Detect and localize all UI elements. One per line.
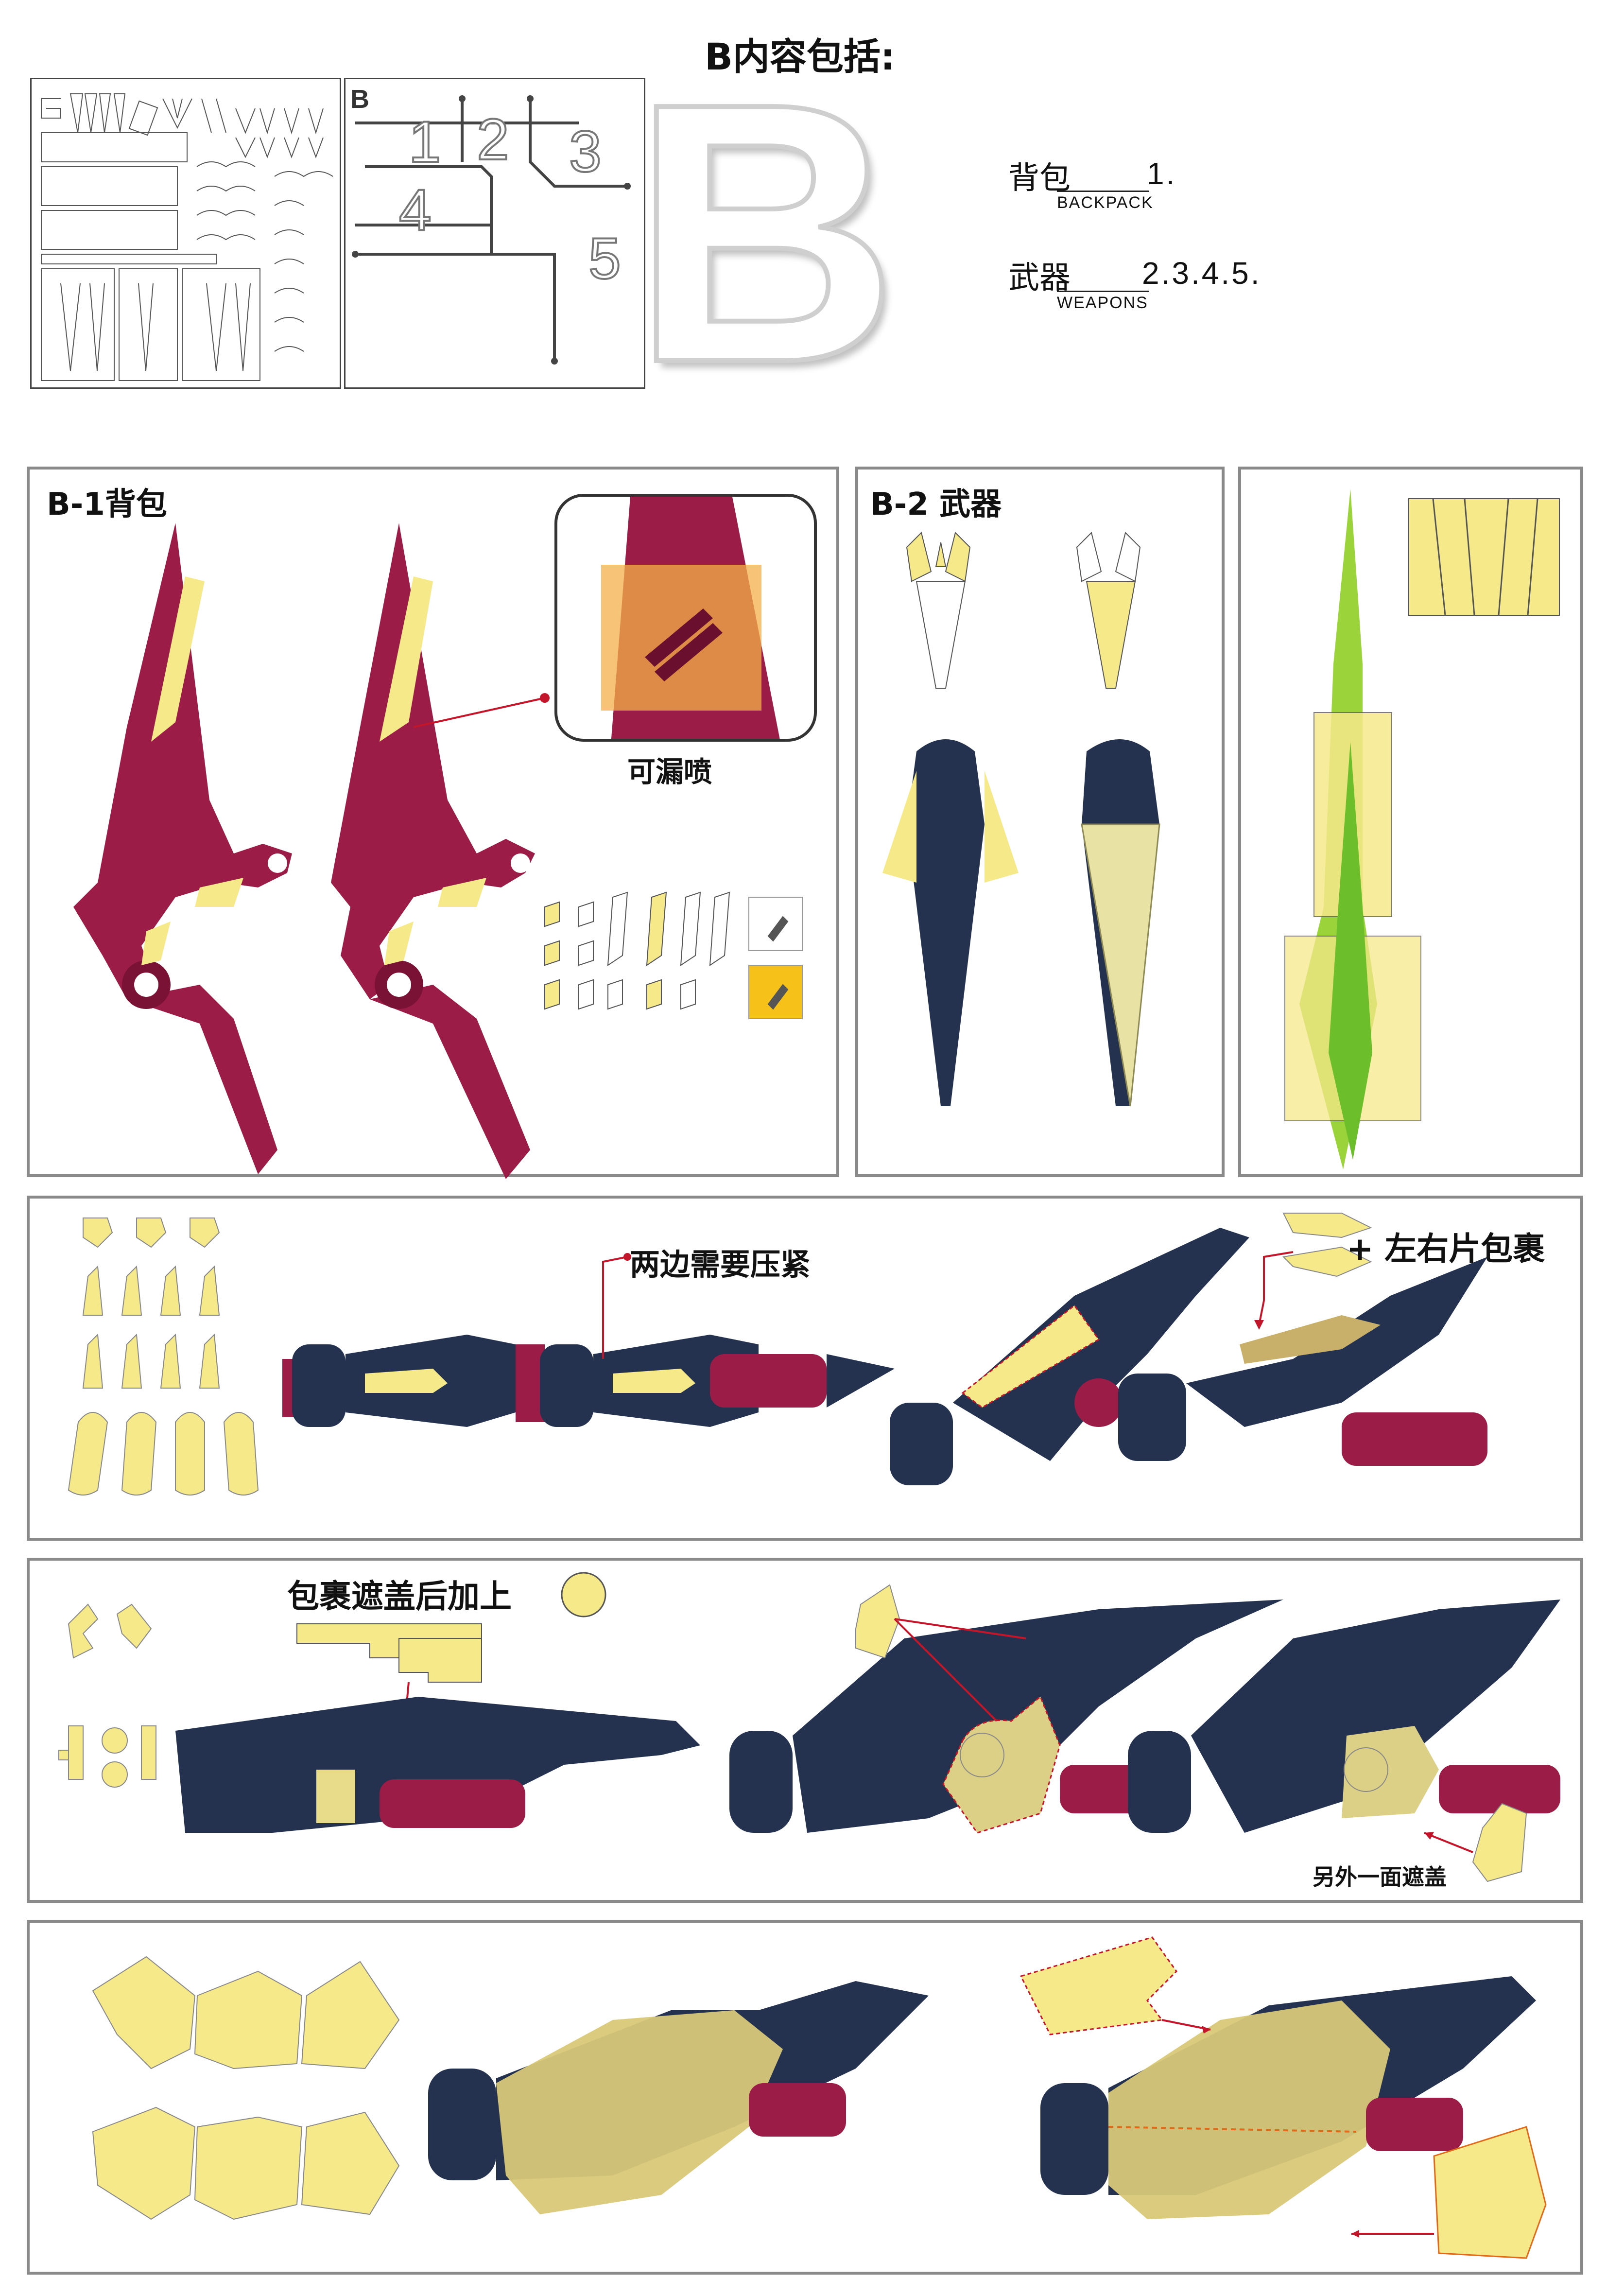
mask-sheet-thumbnail-full — [30, 78, 341, 389]
panel-b2-weapons: B-2 武器 — [855, 467, 1225, 1177]
sheet-outline-drawing — [41, 93, 333, 381]
callout-label-overspray: 可漏喷 — [627, 755, 712, 788]
region-number-5: 5 — [588, 225, 622, 292]
panel-b1-backpack: B-1背包 — [27, 467, 839, 1179]
effect-blade-illustration — [1284, 489, 1560, 1169]
wrap-step-illustration — [68, 1213, 1487, 1496]
region-map — [352, 95, 631, 365]
note-cover-other-side: 另外一面遮盖 — [1313, 1864, 1447, 1890]
backpack-part-illustration — [73, 523, 550, 1179]
region-number-2: 2 — [476, 106, 510, 173]
page-title: B内容包括: — [705, 35, 896, 78]
legend-weapons-en: WEAPONS — [1057, 294, 1148, 312]
panel-weapon-wrap-step: 两边需要压紧 + 左右片包裹 — [27, 1196, 1583, 1541]
region-number-4: 4 — [398, 176, 432, 244]
legend-backpack-value: 1. — [1147, 156, 1177, 191]
callout-zoom-box — [554, 494, 817, 742]
note-wrap-left-right: + 左右片包裹 — [1347, 1230, 1545, 1268]
zoom-illustration — [601, 497, 780, 739]
legend-weapons-value: 2.3.4.5. — [1142, 256, 1261, 291]
big-b-logo: B — [629, 27, 901, 439]
cover-step-illustration — [58, 1572, 1560, 1882]
legend-backpack-en: BACKPACK — [1057, 193, 1154, 212]
note-press-both-sides: 两边需要压紧 — [630, 1247, 811, 1282]
section-label-b1: B-1背包 — [47, 487, 167, 522]
sheet-tag-letter: B — [350, 85, 369, 114]
panel-cover-step: 包裹遮盖后加上 另外一面遮盖 — [27, 1558, 1583, 1903]
region-number-1: 1 — [408, 108, 442, 175]
final-wrap-illustration — [92, 1936, 1547, 2259]
panel-effect-blade — [1238, 467, 1583, 1177]
section-label-b2: B-2 武器 — [870, 487, 1002, 522]
legend-weapons-line — [1057, 291, 1149, 292]
legend-weapons-cn: 武器 — [1008, 260, 1071, 296]
backpack-mask-pieces — [544, 891, 803, 1019]
region-number-3: 3 — [568, 118, 603, 185]
panel-final-wrap — [27, 1920, 1583, 2275]
weapon-blade-illustration — [882, 532, 1160, 1107]
mask-sheet-thumbnail-regions: B 1 2 3 4 5 — [344, 78, 645, 389]
legend-backpack-cn: 背包 — [1008, 160, 1071, 196]
legend-backpack-line — [1057, 191, 1149, 192]
note-cover-then-add: 包裹遮盖后加上 — [287, 1578, 512, 1615]
